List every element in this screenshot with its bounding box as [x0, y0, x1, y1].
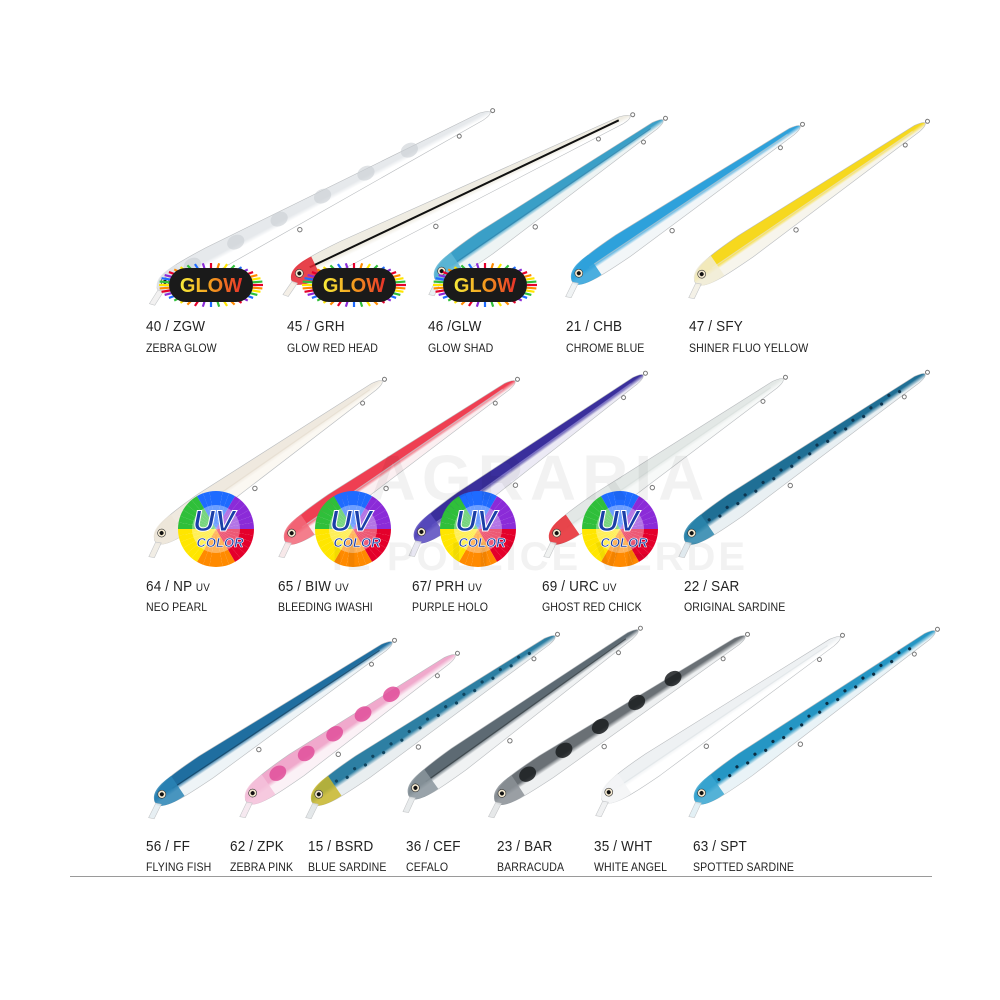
- lure-chrome-blue: [565, 121, 805, 299]
- uv-label: UV: [597, 505, 642, 538]
- lure-code-text: 36 / CEF: [406, 838, 461, 855]
- lure-cefalo: [402, 625, 643, 813]
- lure-name: ZEBRA PINK: [230, 860, 294, 874]
- lure-name: BLEEDING IWASHI: [278, 600, 373, 614]
- lure-code: 23 / BAR: [497, 838, 552, 855]
- lure-ghost-red-chick: [543, 374, 788, 558]
- color-label: COLOR: [334, 535, 382, 550]
- lure-code-text: 22 / SAR: [684, 578, 740, 595]
- lure-zebra-pink: [239, 650, 460, 818]
- glow-label: GLOW: [323, 275, 385, 297]
- lure-code: 45 / GRH: [287, 318, 345, 335]
- uv-suffix: UV: [334, 582, 349, 594]
- lure-code-text: 46 /GLW: [428, 318, 482, 335]
- lure-code-text: 45 / GRH: [287, 318, 345, 335]
- lure-code-text: 65 / BIW: [278, 578, 332, 595]
- lure-shiner-fluo-yellow: [688, 118, 930, 300]
- lure-name: NEO PEARL: [146, 600, 208, 614]
- lure-code-text: 21 / CHB: [566, 318, 623, 335]
- lure-code: 47 / SFY: [689, 318, 743, 335]
- lure-code: 35 / WHT: [594, 838, 652, 855]
- lure-code-text: 47 / SFY: [689, 318, 743, 335]
- lure-code: 15 / BSRD: [308, 838, 373, 855]
- lure-code: 46 /GLW: [428, 318, 482, 335]
- lure-code-text: 63 / SPT: [693, 838, 747, 855]
- lure-name: SHINER FLUO YELLOW: [689, 341, 809, 355]
- glow-badge: GLOW: [433, 262, 537, 308]
- lure-name: SPOTTED SARDINE: [693, 860, 795, 874]
- lure-name: PURPLE HOLO: [412, 600, 489, 614]
- lure-code-text: 35 / WHT: [594, 838, 653, 855]
- lure-code: 62 / ZPK: [230, 838, 284, 855]
- lure-name: BARRACUDA: [497, 860, 565, 874]
- lure-name: GLOW RED HEAD: [287, 341, 378, 355]
- lure-code: 22 / SAR: [684, 578, 739, 595]
- lure-original-sardine: [678, 369, 930, 558]
- lure-name: ZEBRA GLOW: [146, 341, 217, 355]
- lure-name: BLUE SARDINE: [308, 860, 387, 874]
- lure-glow-red-head: [282, 112, 636, 297]
- lure-name: GHOST RED CHICK: [542, 600, 642, 614]
- color-label: COLOR: [459, 535, 507, 550]
- lure-code: 36 / CEF: [406, 838, 461, 855]
- lure-spotted-sardine: [688, 626, 940, 818]
- lure-code: 21 / CHB: [566, 318, 622, 335]
- lure-code-text: 69 / URC: [542, 578, 599, 595]
- lure-code-text: 23 / BAR: [497, 838, 553, 855]
- glow-label: GLOW: [454, 275, 516, 297]
- uv-suffix: UV: [467, 582, 483, 594]
- glow-badge: GLOW: [159, 262, 263, 308]
- lure-code: 63 / SPT: [693, 838, 747, 855]
- lure-name: CHROME BLUE: [566, 341, 645, 355]
- glow-label: GLOW: [180, 275, 242, 297]
- uv-suffix: UV: [602, 582, 617, 594]
- lure-name: WHITE ANGEL: [594, 860, 668, 874]
- lure-code: 40 / ZGW: [146, 318, 205, 335]
- lure-code: 56 / FF: [146, 838, 190, 855]
- lure-code-text: 67/ PRH: [412, 578, 465, 595]
- lure-name: CEFALO: [406, 860, 449, 874]
- lure-barracuda: [488, 631, 751, 819]
- lure-code-text: 64 / NP: [146, 578, 193, 595]
- lure-white-angel: [595, 632, 845, 818]
- lure-name: GLOW SHAD: [428, 341, 494, 355]
- uv-label: UV: [455, 505, 500, 538]
- lure-flying-fish: [148, 637, 397, 820]
- lure-name: ORIGINAL SARDINE: [684, 600, 786, 614]
- uv-label: UV: [330, 505, 375, 538]
- color-label: COLOR: [197, 535, 245, 550]
- lure-code-text: 15 / BSRD: [308, 838, 374, 855]
- uv-suffix: UV: [195, 582, 211, 594]
- lure-name: FLYING FISH: [146, 860, 212, 874]
- glow-badge: GLOW: [302, 262, 406, 308]
- uv-label: UV: [193, 505, 238, 538]
- lure-code-text: 56 / FF: [146, 838, 191, 855]
- bottom-divider: [70, 876, 932, 877]
- lure-code-text: 40 / ZGW: [146, 318, 206, 335]
- lure-code-text: 62 / ZPK: [230, 838, 284, 855]
- color-label: COLOR: [601, 535, 649, 550]
- lure-blue-sardine: [305, 631, 560, 820]
